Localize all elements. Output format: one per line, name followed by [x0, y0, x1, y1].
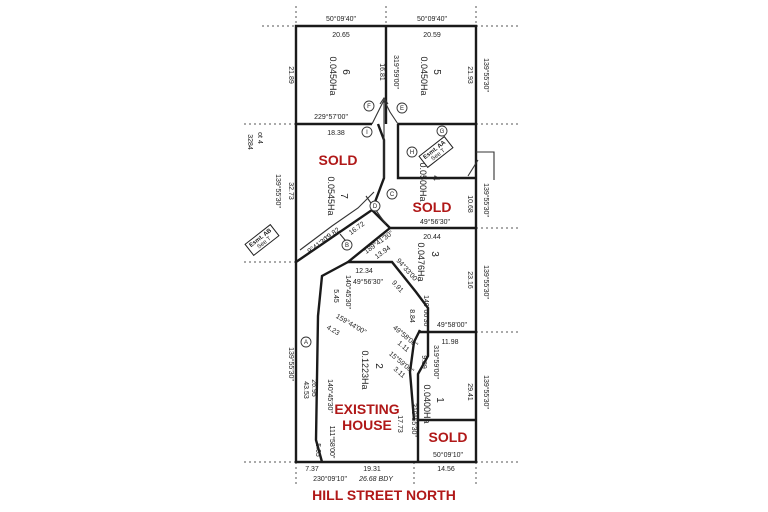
distance-5-45: 5.45 [332, 289, 339, 303]
svg-text:H: H [410, 150, 414, 156]
bearing-right-lot1: 139°55'30" [482, 375, 490, 409]
lot-6-area: 0.0450Ha [328, 56, 338, 95]
distance-11-98: 11.98 [442, 339, 459, 346]
lot-1-number: 1 [434, 397, 445, 403]
bearing-lot1-south: 50°09'10" [433, 451, 463, 459]
svg-text:A: A [304, 340, 308, 346]
lot-7-area: 0.0545Ha [326, 176, 336, 215]
distance-top-lot5: 20.59 [423, 32, 441, 39]
easement-marker-e: E [396, 102, 408, 114]
svg-text:I: I [366, 130, 368, 136]
easement-tag-ab: Esmt. AB See T [244, 223, 280, 257]
lot-lines [295, 26, 476, 463]
distance-14-56: 14.56 [437, 466, 455, 473]
lot-4-area: 0.0500Ha [418, 162, 428, 201]
distance-7-37: 7.37 [305, 466, 319, 473]
distance-9-89: 9.89 [420, 355, 427, 369]
svg-text:C: C [390, 192, 395, 198]
lot-2-area: 0.1223Ha [360, 350, 370, 389]
easement-marker-d: D [369, 200, 381, 212]
lot-6-number: 6 [340, 69, 351, 75]
existing-house-line1: EXISTING [334, 401, 399, 417]
distance-right-lot4: 10.68 [466, 195, 473, 213]
bearing-319-lot1: 319°55'30" [410, 403, 418, 437]
distance-9-91: 9.91 [390, 280, 404, 295]
easement-marker-b: B [341, 239, 353, 251]
boundary-length: 26.68 BDY [358, 476, 394, 483]
svg-text:D: D [373, 204, 378, 210]
bearing-111: 111°58'00" [328, 426, 336, 459]
adjacent-lot-label: ot 4 [256, 132, 263, 144]
adjacent-lot-number: 3284 [246, 134, 253, 150]
distance-top-lot6: 20.65 [332, 32, 350, 39]
distance-8-84: 8.84 [408, 309, 415, 323]
bearing-230: 230°09'10" [313, 475, 347, 483]
extension-lines [244, 6, 520, 486]
svg-text:B: B [345, 243, 349, 249]
sold-label-lot4: SOLD [413, 199, 452, 215]
lot-1-area: 0.0400Ha [422, 384, 432, 423]
easement-marker-h: H [406, 146, 418, 158]
distance-mid-lot6: 16.81 [378, 63, 385, 81]
bearing-140-45: 140°45'30" [344, 275, 352, 309]
bearing-top-left: 50°09'40" [326, 15, 356, 23]
lot-5-number: 5 [431, 69, 442, 75]
existing-house-line2: HOUSE [342, 417, 392, 433]
easement-tag-aa: Esmt. AA See T [418, 135, 454, 169]
sold-label-lot7: SOLD [319, 152, 358, 168]
lot-4-number: 4 [430, 175, 441, 181]
bearing-140-lot3: 140°00'30" [422, 295, 430, 329]
distance-left-lot7: 32.73 [287, 182, 294, 200]
easement-marker-i: I [361, 126, 373, 138]
svg-text:G: G [440, 129, 445, 135]
distance-left-lot6: 21.89 [287, 66, 294, 84]
svg-text:F: F [367, 104, 371, 110]
bearing-9-41: 9°41'30" [306, 233, 332, 255]
distance-12-34: 12.34 [355, 268, 373, 275]
lot-2-number: 2 [373, 363, 384, 369]
distance-17-73: 17.73 [396, 415, 403, 433]
svg-text:E: E [400, 106, 404, 112]
easement-marker-g: G [436, 125, 448, 137]
distance-4-23: 4.23 [325, 324, 340, 337]
property-boundary [294, 24, 478, 464]
distance-26-95: 26.95 [310, 379, 317, 397]
bearing-left-lot2: 139°55'30" [287, 347, 295, 381]
bearing-159: 159°44'00" [334, 312, 368, 336]
street-name: HILL STREET NORTH [312, 487, 456, 503]
bearing-right-lot3: 139°55'30" [482, 265, 490, 299]
bearing-right-lot4: 139°55'30" [482, 183, 490, 217]
bearing-lot3-north: 49°56'30" [353, 278, 383, 286]
distance-19-31: 19.31 [363, 466, 381, 473]
lot-7-number: 7 [338, 193, 349, 199]
distance-5-65: 5.65 [314, 443, 321, 457]
distance-29-41: 29.41 [466, 383, 473, 401]
easement-marker-f: F [363, 100, 375, 112]
bearing-229: 229°57'00" [314, 113, 348, 121]
bearing-top-right: 50°09'40" [417, 15, 447, 23]
distance-20-44: 20.44 [423, 234, 441, 241]
lot-3-area: 0.0476Ha [416, 242, 426, 281]
easement-marker-a: A [300, 336, 312, 348]
sold-label-lot1: SOLD [429, 429, 468, 445]
bearing-right-lot5: 139°55'30" [482, 58, 490, 92]
bearing-mid-top: 319°59'00" [392, 55, 400, 89]
lot-3-number: 3 [429, 251, 440, 257]
bearing-left-lot7: 139°55'30" [274, 174, 282, 208]
distance-right-lot5: 21.93 [466, 66, 473, 84]
access-corridor [299, 97, 495, 251]
bearing-lot4-south: 49°56'30" [420, 218, 450, 226]
lot-5-area: 0.0450Ha [419, 56, 429, 95]
bearing-140-45-lower: 140°45'30" [326, 379, 334, 413]
distance-23-16: 23.16 [466, 271, 473, 289]
bearing-lot3-south: 49°58'00" [437, 321, 467, 329]
bearing-319-lot2: 319°59'00" [432, 345, 440, 379]
easement-marker-c: C [386, 188, 398, 200]
distance-18-38: 18.38 [327, 130, 345, 137]
distance-43-53: 43.53 [302, 381, 309, 399]
